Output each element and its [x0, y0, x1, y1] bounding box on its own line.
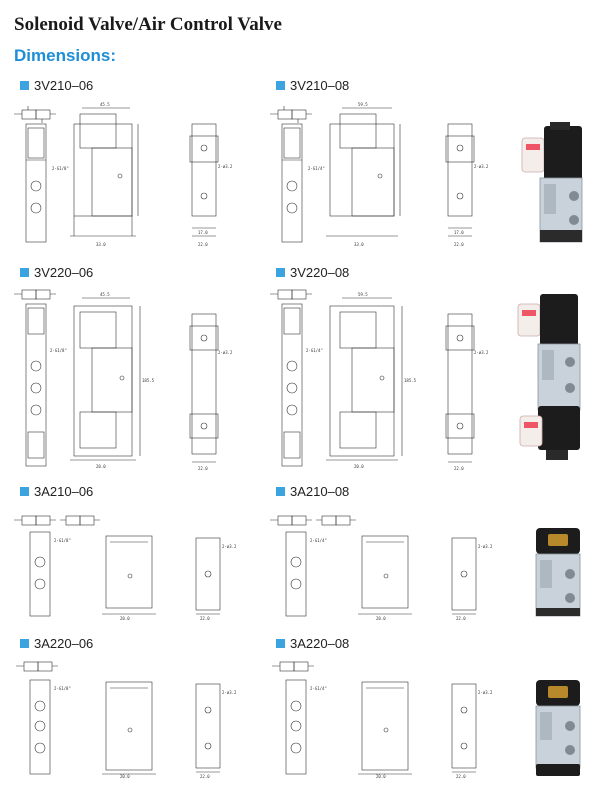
dim-side: 22.0 [198, 466, 208, 471]
model-name: 3A210–06 [34, 484, 94, 499]
model-name: 3V220–06 [34, 265, 94, 280]
dim-side: 22.0 [200, 616, 210, 621]
dim-port: 2-G1/4" [310, 538, 327, 543]
section-title-dimensions: Dimensions: [14, 46, 117, 65]
dim-width: 45.5 [100, 102, 110, 107]
label-square-icon [276, 81, 285, 90]
dim-width: 59.5 [358, 292, 368, 297]
model-name: 3V210–08 [290, 78, 350, 93]
dim-port: 2-G1/4" [308, 166, 325, 171]
model-name: 3A220–08 [290, 636, 350, 651]
model-label-3a220-08: 3A220–08 [276, 636, 349, 651]
dim-bottom: 20.0 [96, 464, 106, 469]
pneumatic-symbol-icon [14, 289, 56, 300]
dim-bottom: 20.0 [120, 616, 130, 621]
drawing-3a220-06: 20.0 22.0 2-G1/8" 2-ø3.2 [16, 661, 237, 779]
dim-port: 2-G1/4" [310, 686, 327, 691]
dim-port: 2-G1/8" [54, 538, 71, 543]
model-name: 3A210–08 [290, 484, 350, 499]
dim-height: 185.5 [142, 378, 155, 383]
dim-port: 2-G1/8" [54, 686, 71, 691]
air-control-valve-double-photo [535, 680, 581, 776]
solenoid-valve-single-photo [521, 122, 583, 243]
label-square-icon [20, 81, 29, 90]
drawing-3a220-08: 20.0 22.0 2-G1/4" 2-ø3.2 [272, 661, 493, 779]
label-square-icon [20, 268, 29, 277]
dim-side: 22.0 [198, 242, 208, 247]
drawing-3a210-08: 20.0 22.0 2-G1/4" 2-ø3.2 [270, 515, 493, 621]
dim-hole: 2-ø3.2 [218, 350, 233, 355]
air-control-valve-single-photo [535, 528, 581, 617]
page-title: Solenoid Valve/Air Control Valve [14, 14, 282, 35]
pneumatic-symbol-icon [272, 661, 314, 672]
pneumatic-symbol-icon [270, 289, 312, 300]
pneumatic-symbol-icon [270, 515, 356, 526]
dim-hole: 2-ø3.2 [218, 164, 233, 169]
model-label-3v210-08: 3V210–08 [276, 78, 349, 93]
drawing-3a210-06: 20.0 22.0 2-G1/8" 2-ø3.2 [14, 515, 237, 621]
dim-port: 2-G1/8" [50, 348, 67, 353]
dim-side: 22.0 [456, 616, 466, 621]
label-square-icon [276, 268, 285, 277]
drawing-3v220-06: 45.5 20.0 22.0 185.5 2-G1/8" 2-ø3.2 [14, 289, 233, 471]
dim-width: 59.5 [358, 102, 368, 107]
dim-side: 22.0 [456, 774, 466, 779]
model-label-3a210-06: 3A210–06 [20, 484, 93, 499]
dim-port: 2-G1/4" [306, 348, 323, 353]
drawing-3v210-06: 45.5 33.0 22.0 17.0 2-G1/8" 2-ø3.2 [14, 102, 233, 247]
dim-side: 22.0 [454, 242, 464, 247]
label-square-icon [276, 639, 285, 648]
dim-hole: 2-ø3.2 [222, 690, 237, 695]
label-square-icon [20, 487, 29, 496]
pneumatic-symbol-icon [14, 106, 56, 123]
pneumatic-symbol-icon [16, 661, 58, 672]
dim-bottom: 33.0 [96, 242, 106, 247]
model-label-3a220-06: 3A220–06 [20, 636, 93, 651]
model-label-3v220-06: 3V220–06 [20, 265, 93, 280]
dim-bottom: 20.0 [376, 616, 386, 621]
model-name: 3V220–08 [290, 265, 350, 280]
pneumatic-symbol-icon [14, 515, 100, 526]
label-square-icon [20, 639, 29, 648]
model-name: 3A220–06 [34, 636, 94, 651]
dim-hole: 2-ø3.2 [478, 690, 493, 695]
dim-hole: 2-ø3.2 [222, 544, 237, 549]
drawing-3v220-08: 59.5 20.0 22.0 185.5 2-G1/4" 2-ø3.2 [270, 289, 489, 471]
dim-bottom: 20.0 [354, 464, 364, 469]
dim-side-inner: 17.0 [198, 230, 208, 235]
dim-bottom: 33.0 [354, 242, 364, 247]
model-label-3v210-06: 3V210–06 [20, 78, 93, 93]
pneumatic-symbol-icon [270, 106, 312, 123]
model-name: 3V210–06 [34, 78, 94, 93]
dim-bottom: 20.0 [120, 774, 130, 779]
dim-height: 185.5 [404, 378, 417, 383]
dim-bottom: 20.0 [376, 774, 386, 779]
label-square-icon [276, 487, 285, 496]
dim-side: 22.0 [454, 466, 464, 471]
solenoid-valve-double-photo [517, 294, 581, 460]
dim-side-inner: 17.0 [454, 230, 464, 235]
dim-hole: 2-ø3.2 [478, 544, 493, 549]
dim-hole: 2-ø3.2 [474, 164, 489, 169]
drawing-3v210-08: 59.5 33.0 22.0 17.0 2-G1/4" 2-ø3.2 [270, 102, 489, 247]
dim-port: 2-G1/8" [52, 166, 69, 171]
model-label-3v220-08: 3V220–08 [276, 265, 349, 280]
dim-hole: 2-ø3.2 [474, 350, 489, 355]
model-label-3a210-08: 3A210–08 [276, 484, 349, 499]
dim-width: 45.5 [100, 292, 110, 297]
dim-side: 22.0 [200, 774, 210, 779]
